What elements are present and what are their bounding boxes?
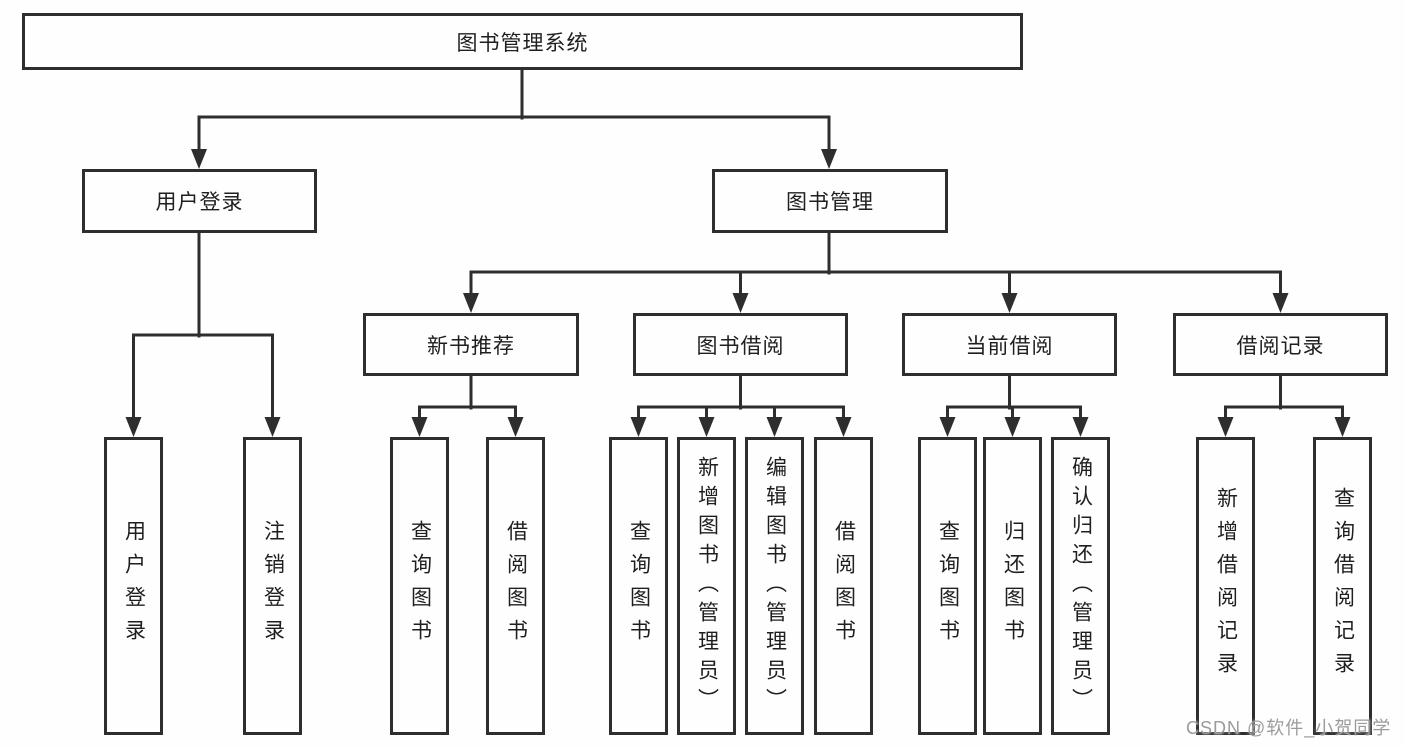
leaf-current-query: 查询图书: [918, 437, 977, 735]
leaf-borrow-book: 借阅图书: [814, 437, 873, 735]
leaf-borrow-query: 查询图书: [609, 437, 668, 735]
leaf-add-borrow-record: 新增借阅记录: [1196, 437, 1255, 735]
node-root-system: 图书管理系统: [22, 13, 1023, 70]
connector-userlogin-to-leaves: [125, 231, 281, 437]
connector-borrow-to-leaves: [630, 374, 852, 437]
leaf-query-borrow-record: 查询借阅记录: [1313, 437, 1372, 735]
node-book-management: 图书管理: [712, 169, 948, 233]
leaf-return-book: 归还图书: [983, 437, 1042, 735]
node-user-login: 用户登录: [82, 169, 317, 233]
leaf-borrow-add-admin: 新增图书（管理员）: [677, 437, 736, 735]
leaf-newbook-borrow: 借阅图书: [486, 437, 545, 735]
node-current-borrow: 当前借阅: [902, 313, 1117, 376]
node-new-book-recommend: 新书推荐: [363, 313, 579, 376]
csdn-watermark: CSDN @软件_小贺同学: [1186, 718, 1392, 738]
leaf-user-login: 用户登录: [104, 437, 163, 735]
node-book-borrow: 图书借阅: [633, 313, 848, 376]
connector-bookmgmt-to-level3: [463, 231, 1289, 313]
connector-root-to-level2: [191, 67, 837, 169]
connector-records-to-leaves: [1217, 374, 1351, 437]
connector-newbook-to-leaves: [411, 374, 524, 437]
leaf-borrow-edit-admin: 编辑图书（管理员）: [745, 437, 804, 735]
connector-current-to-leaves: [939, 374, 1089, 437]
leaf-logout: 注销登录: [243, 437, 302, 735]
node-borrow-records: 借阅记录: [1173, 313, 1388, 376]
leaf-newbook-query: 查询图书: [390, 437, 449, 735]
leaf-confirm-return-admin: 确认归还（管理员）: [1051, 437, 1110, 735]
